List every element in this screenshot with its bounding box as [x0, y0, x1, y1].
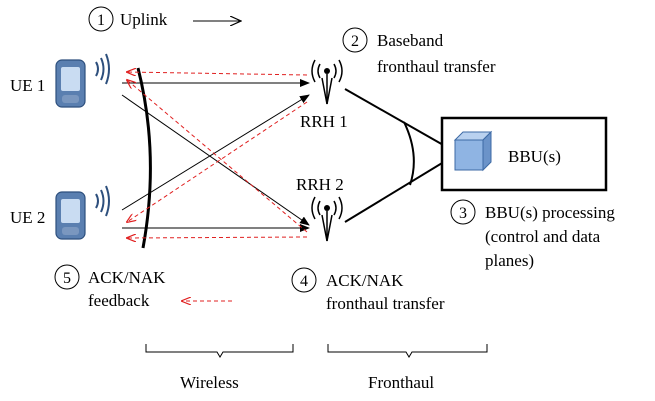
wireless-segment-label: Wireless	[180, 373, 239, 392]
step-3-circle	[450, 199, 476, 225]
fronthaul-bracket	[327, 344, 488, 358]
step-3-number: 3	[459, 205, 467, 222]
feedback-rrh2-ue2	[127, 237, 308, 238]
ue-2-label: UE 2	[10, 208, 45, 227]
step-5-line1: ACK/NAK	[88, 268, 166, 287]
step-5-number: 5	[63, 270, 71, 287]
ue-1-phone-icon	[55, 53, 110, 108]
uplink-ue2-rrh1	[121, 94, 310, 211]
ue-1-label: UE 1	[10, 76, 45, 95]
step-1-uplink: 1 Uplink	[88, 6, 241, 32]
step-2-baseband-fronthaul: 2 Baseband fronthaul transfer	[342, 27, 496, 76]
step-2-line2: fronthaul transfer	[377, 57, 496, 76]
uplink-arrows	[121, 79, 310, 232]
step-3-line3: planes)	[485, 251, 534, 270]
bbu-cube-icon	[453, 130, 493, 172]
rrh-2-label: RRH 2	[296, 175, 344, 194]
step-1-label: Uplink	[120, 10, 168, 29]
step-3-bbu-processing: 3 BBU(s) processing (control and data pl…	[450, 199, 615, 270]
step-2-number: 2	[351, 33, 359, 50]
step-2-circle	[342, 27, 368, 53]
step-3-line2: (control and data	[485, 227, 601, 246]
step-4-line1: ACK/NAK	[326, 271, 404, 290]
step-5-line2: feedback	[88, 291, 150, 310]
feedback-arrows	[127, 72, 308, 238]
rrh-2-antenna-icon	[311, 196, 343, 242]
step-1-circle	[88, 6, 114, 32]
step-4-line2: fronthaul transfer	[326, 294, 445, 313]
rrh-1-antenna-icon	[311, 59, 343, 105]
step-4-ack-nak-fronthaul: 4 ACK/NAK fronthaul transfer	[291, 267, 445, 313]
fronthaul-link-rrh1	[344, 88, 453, 151]
ue-2-phone-icon	[55, 185, 110, 240]
feedback-rrh2-ue1	[127, 80, 308, 233]
rrh-1-label: RRH 1	[300, 112, 348, 131]
fronthaul-segment-label: Fronthaul	[368, 373, 434, 392]
feedback-rrh1-ue2	[127, 101, 308, 222]
step-5-ack-nak-feedback: 5 ACK/NAK feedback	[54, 264, 232, 310]
step-4-circle	[291, 267, 317, 293]
feedback-rrh1-ue1	[127, 72, 308, 75]
step-5-circle	[54, 264, 80, 290]
wireless-channel-curve	[136, 67, 152, 249]
step-2-line1: Baseband	[377, 31, 444, 50]
fronthaul-curve	[403, 121, 415, 186]
fronthaul-link-rrh2	[344, 156, 453, 223]
uplink-ue1-rrh2	[121, 94, 310, 226]
step-3-line1: BBU(s) processing	[485, 203, 615, 222]
bbu-label: BBU(s)	[508, 147, 561, 166]
wireless-bracket	[145, 344, 294, 358]
step-1-number: 1	[97, 12, 105, 29]
step-4-number: 4	[300, 273, 308, 290]
